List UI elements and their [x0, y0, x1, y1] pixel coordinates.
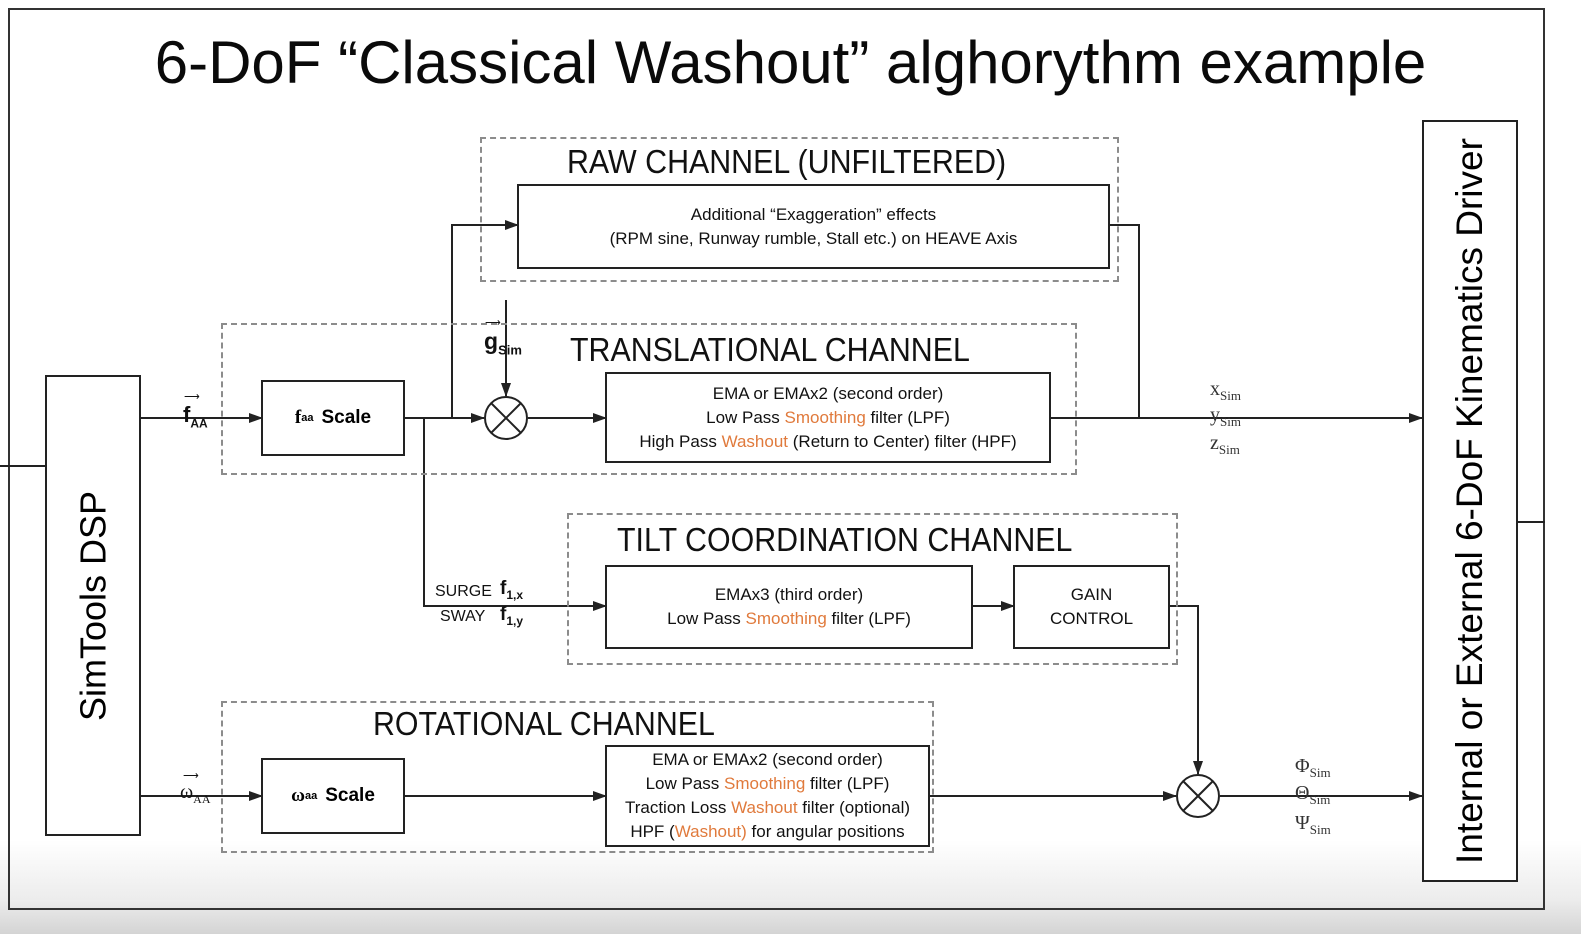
psi-sim-output: ΨSim: [1295, 812, 1331, 838]
g-sub: Sim: [498, 342, 522, 358]
tilt-filter-block: EMAx3 (third order) Low Pass Smoothing f…: [605, 565, 973, 649]
kinematics-driver-label: Internal or External 6-DoF Kinematics Dr…: [1449, 138, 1490, 864]
diagram-title: 6-DoF “Classical Washout” alghorythm exa…: [154, 29, 1427, 96]
tilt-smoothing-highlight: Smoothing: [745, 609, 827, 628]
y-symbol: y: [1210, 404, 1220, 426]
omega-aa-sub: AA: [193, 792, 211, 806]
tilt-channel-region: [567, 513, 1178, 665]
rot-smoothing-highlight: Smoothing: [724, 774, 806, 793]
tilt-line2-pre: Low Pass: [667, 609, 746, 628]
g-sim-input: gSim: [484, 328, 522, 358]
omega-aa-input: ωAA: [180, 781, 211, 807]
rotational-line2-pre: Low Pass: [645, 774, 725, 793]
x-symbol: x: [1210, 378, 1220, 400]
phi-sim-output: ΦSim: [1295, 755, 1331, 781]
rotational-line4-post: for angular positions: [746, 822, 905, 841]
arrow-to-raw-channel: [451, 220, 519, 418]
rotational-line3-post: filter (optional): [797, 798, 911, 817]
translational-line2-post: filter (LPF): [865, 407, 950, 427]
outer-frame: [8, 8, 1545, 910]
f1y-sub: 1,y: [506, 613, 524, 628]
tilt-channel-title: TILT COORDINATION CHANNEL: [617, 521, 1073, 558]
f-aa-input: fAA: [183, 402, 208, 430]
rot-washout-highlight: Washout: [731, 798, 798, 817]
f-aa-sub: AA: [190, 416, 208, 431]
z-symbol: z: [1210, 432, 1219, 454]
f1x-sub: 1,x: [506, 587, 524, 602]
f1x-symbol: f: [500, 578, 507, 599]
g-symbol: g: [484, 328, 499, 354]
g-vector-arrow: ⟶: [485, 317, 501, 329]
raw-channel-title: RAW CHANNEL (UNFILTERED): [567, 143, 1007, 180]
gain-line2: CONTROL: [1049, 609, 1134, 628]
translational-filter-block: EMA or EMAx2 (second order) Low Pass Smo…: [605, 372, 1051, 463]
raw-channel-region: [480, 137, 1119, 282]
rotational-channel-title: ROTATIONAL CHANNEL: [373, 705, 715, 742]
omega-aa-symbol: ω: [180, 781, 194, 803]
translational-line2-pre: Low Pass: [706, 407, 785, 427]
arrow-branch-to-tilt: [423, 418, 607, 611]
hpf-washout-highlight: Washout): [674, 822, 747, 841]
z-sim-output: zSim: [1210, 432, 1240, 458]
exaggeration-line1: Additional “Exaggeration” effects: [690, 204, 937, 224]
simtools-dsp-label: SimTools DSP: [72, 490, 113, 721]
washout-highlight: Washout: [721, 431, 789, 451]
rotational-filter-block: EMA or EMAx2 (second order) Low Pass Smo…: [605, 745, 930, 847]
psi-sub: Sim: [1309, 822, 1331, 837]
surge-label: SURGE: [435, 583, 492, 600]
phi-sub: Sim: [1309, 765, 1331, 780]
omega-scale-word: Scale: [325, 785, 375, 806]
f1y-signal: f1,y: [500, 604, 523, 628]
summing-junction-translational: [484, 396, 528, 440]
z-sub: Sim: [1218, 442, 1240, 457]
omega-scale-sub: aa: [304, 790, 318, 802]
x-sub: Sim: [1220, 388, 1241, 403]
theta-symbol: Θ: [1295, 782, 1310, 804]
y-sim-output: ySim: [1210, 404, 1241, 430]
rotational-line4-pre: HPF (: [630, 822, 675, 841]
kinematics-driver-block: Internal or External 6-DoF Kinematics Dr…: [1422, 120, 1518, 882]
translational-line1: EMA or EMAx2 (second order): [712, 383, 944, 403]
rotational-line2-post: filter (LPF): [805, 774, 890, 793]
rotational-line1: EMA or EMAx2 (second order): [652, 750, 883, 769]
theta-sub: Sim: [1309, 792, 1331, 807]
tilt-line1: EMAx3 (third order): [714, 585, 864, 604]
gain-line1: GAIN: [1070, 585, 1113, 604]
line-raw-to-output: [1109, 224, 1140, 418]
sway-label: SWAY: [440, 608, 486, 625]
gain-control-block: GAIN CONTROL: [1013, 565, 1170, 649]
omega-scale-symbol: ω: [291, 785, 305, 806]
f-scale-word: Scale: [321, 407, 372, 428]
simtools-dsp-block: SimTools DSP: [45, 375, 141, 836]
f-vector-arrow: ⟶: [184, 391, 200, 403]
psi-symbol: Ψ: [1295, 812, 1310, 834]
rotational-line3-pre: Traction Loss: [624, 798, 732, 817]
theta-sim-output: ΘSim: [1295, 782, 1330, 808]
f1x-signal: f1,x: [500, 578, 523, 602]
translational-channel-region: [221, 323, 1077, 475]
rotational-channel-region: [221, 701, 934, 853]
translational-line3-pre: High Pass: [639, 431, 722, 451]
translational-channel-title: TRANSLATIONAL CHANNEL: [570, 331, 970, 368]
exaggeration-effects-block: Additional “Exaggeration” effects (RPM s…: [517, 184, 1110, 269]
exaggeration-line2: (RPM sine, Runway rumble, Stall etc.) on…: [609, 228, 1018, 248]
f1y-symbol: f: [500, 604, 507, 625]
translational-line3-post: (Return to Center) filter (HPF): [788, 431, 1017, 451]
y-sub: Sim: [1220, 414, 1241, 429]
tilt-line2-post: filter (LPF): [826, 609, 911, 628]
summing-junction-rotational: [1176, 774, 1220, 818]
smoothing-highlight: Smoothing: [784, 407, 866, 427]
x-sim-output: xSim: [1210, 378, 1241, 404]
omega-vector-arrow: ⟶: [183, 770, 199, 782]
phi-symbol: Φ: [1295, 755, 1310, 777]
f-scale-symbol: f: [294, 407, 302, 428]
arrow-gain-to-rot-sum: [1170, 605, 1203, 775]
f-scale-sub: aa: [301, 412, 314, 424]
f-aa-symbol: f: [183, 402, 191, 427]
